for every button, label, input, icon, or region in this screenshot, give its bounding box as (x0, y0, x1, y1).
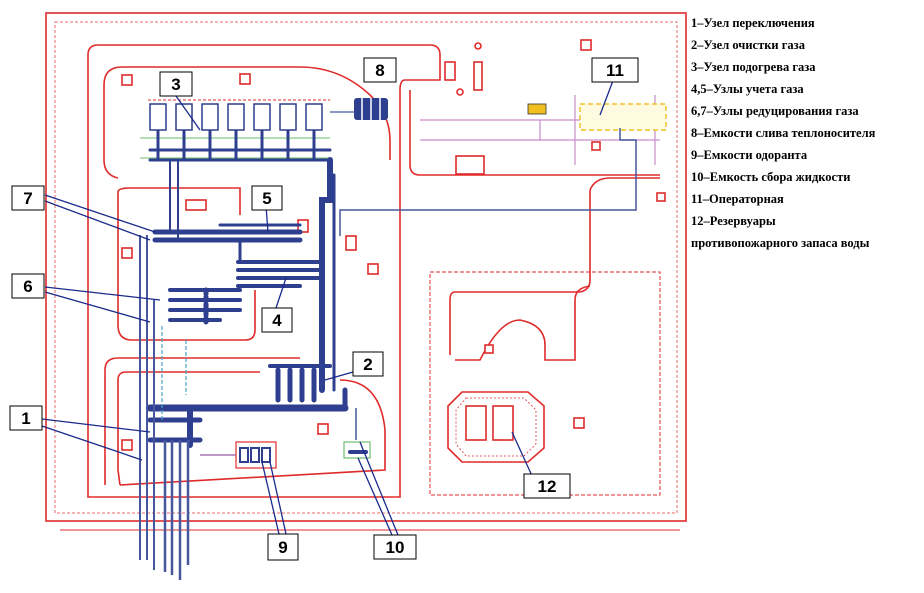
main-gas-pipes (146, 157, 349, 448)
svg-text:4: 4 (272, 311, 282, 330)
svg-text:6: 6 (23, 277, 32, 296)
legend-item-3: 3–Узел подогрева газа (691, 60, 816, 74)
site-plan: 1 2 3 4 5 6 7 8 9 10 11 12 (9, 12, 687, 580)
legend-item-12: 12–Резервуары (691, 214, 776, 228)
inlet-outlet-lines (139, 235, 190, 580)
svg-text:8: 8 (375, 61, 384, 80)
coolant-tanks (330, 98, 388, 120)
callout-6: 6 (11, 273, 45, 299)
callout-5: 5 (251, 185, 283, 211)
callout-2: 2 (352, 351, 384, 377)
svg-text:7: 7 (23, 189, 32, 208)
callout-1: 1 (9, 405, 43, 431)
legend-item-10: 10–Емкость сбора жидкости (691, 170, 851, 184)
callout-9: 9 (267, 533, 299, 561)
callout-10: 10 (373, 534, 417, 560)
callout-11: 11 (591, 57, 639, 83)
svg-text:1: 1 (21, 409, 30, 428)
water-tanks (447, 391, 545, 463)
svg-text:3: 3 (171, 75, 180, 94)
hydrant-markers (121, 39, 666, 451)
legend-item-1: 1–Узел переключения (691, 16, 815, 30)
svg-text:12: 12 (538, 477, 557, 496)
legend-item-11: 11–Операторная (691, 192, 784, 206)
leader-lines (41, 77, 615, 536)
legend-item-9: 9–Емкости одоранта (691, 148, 808, 162)
internal-roads (60, 44, 680, 531)
svg-text:10: 10 (386, 538, 405, 557)
legend-item-6-7: 6,7–Узлы редуцирования газа (691, 104, 859, 118)
legend: 1–Узел переключения 2–Узел очистки газа … (691, 12, 919, 254)
operator-room (339, 95, 667, 236)
callout-7: 7 (11, 185, 45, 211)
callout-4: 4 (261, 307, 293, 333)
legend-item-12-cont: противопожарного запаса воды (691, 236, 870, 250)
legend-item-2: 2–Узел очистки газа (691, 38, 805, 52)
svg-text:2: 2 (363, 355, 372, 374)
svg-text:9: 9 (278, 538, 287, 557)
legend-item-8: 8–Емкости слива теплоносителя (691, 126, 876, 140)
callout-8: 8 (363, 57, 397, 83)
legend-item-4-5: 4,5–Узлы учета газа (691, 82, 804, 96)
svg-text:11: 11 (606, 61, 624, 80)
odorant-tanks (200, 441, 277, 469)
svg-text:5: 5 (262, 189, 271, 208)
gas-heaters (140, 99, 332, 162)
callout-3: 3 (159, 71, 193, 97)
site-boundary (45, 12, 687, 522)
callout-12: 12 (523, 473, 571, 499)
liquid-tank (343, 408, 371, 459)
